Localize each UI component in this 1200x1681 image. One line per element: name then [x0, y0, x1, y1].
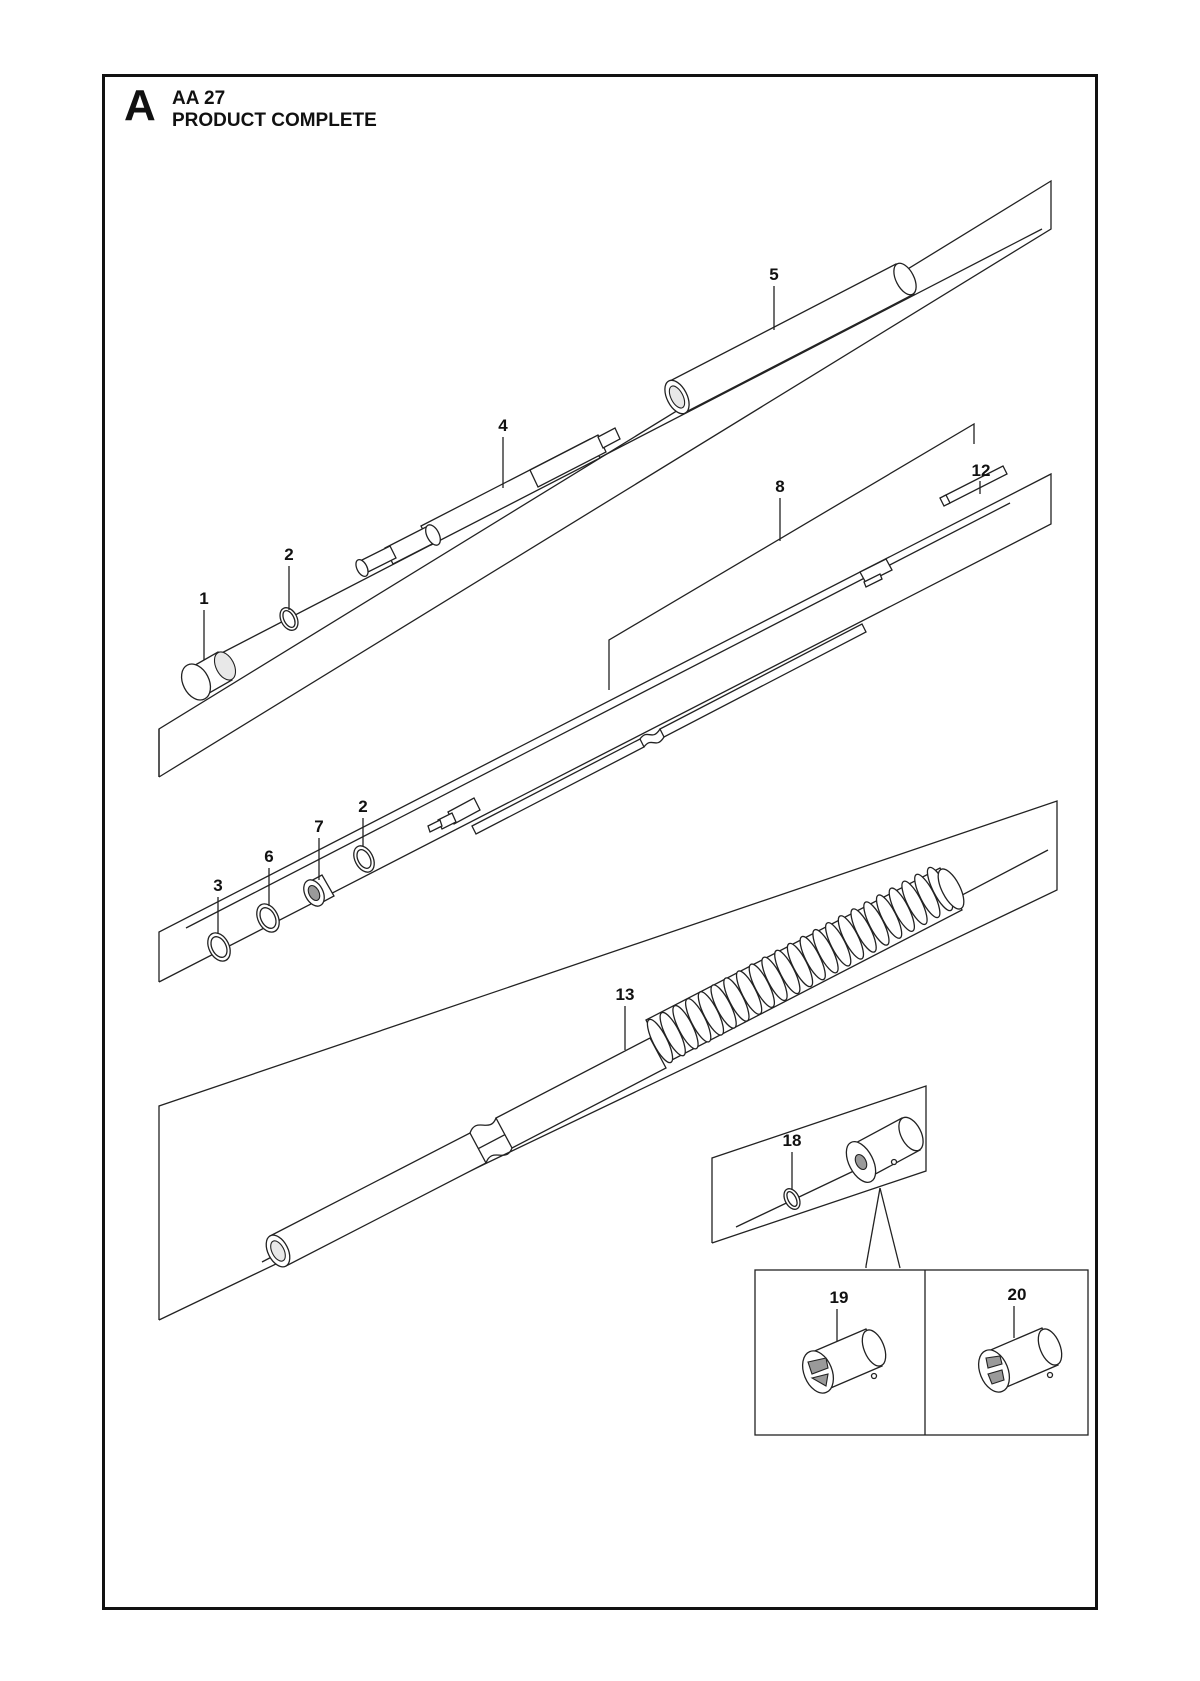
callout-3: 3	[213, 876, 222, 895]
part-19-coupling-variant	[801, 1309, 887, 1394]
callout-19: 19	[830, 1288, 849, 1307]
callout-4: 4	[498, 416, 508, 435]
section-letter: A	[124, 81, 156, 130]
section-code: AA 27	[172, 88, 226, 109]
part-4-drive-shaft	[355, 427, 621, 577]
part-1-end-cap	[180, 651, 237, 701]
callout-2-upper: 2	[284, 545, 293, 564]
leader-lines	[203, 286, 981, 1190]
callout-6: 6	[264, 847, 273, 866]
callout-1: 1	[199, 589, 208, 608]
part-6-washer	[256, 903, 280, 933]
part-7-bearing	[303, 874, 335, 907]
callout-5: 5	[769, 265, 778, 284]
callout-12: 12	[972, 461, 991, 480]
part-8-flex-shaft	[427, 558, 893, 835]
callout-8: 8	[775, 477, 784, 496]
panel-flex-shaft	[158, 472, 1052, 983]
section-title: PRODUCT COMPLETE	[172, 110, 377, 131]
part-18-ring	[783, 1188, 801, 1210]
panel-shaft-tube	[158, 179, 1052, 778]
panel-poker-tube	[158, 800, 1058, 1321]
part-12-pin	[939, 465, 1008, 507]
part-20-coupling-variant	[977, 1306, 1063, 1393]
part-13-poker-tube	[265, 866, 965, 1268]
callout-13: 13	[616, 985, 635, 1004]
diagram-frame	[102, 74, 1098, 1610]
callout-7: 7	[314, 817, 323, 836]
part-5-tube	[664, 262, 917, 415]
callout-18: 18	[783, 1131, 802, 1150]
callout-20: 20	[1008, 1285, 1027, 1304]
part-3-circlip	[207, 932, 231, 962]
part-coupling-body	[845, 1116, 924, 1183]
part-2-ring-lower	[353, 845, 375, 873]
part-2-ring-upper	[279, 607, 299, 631]
panel-coupling	[711, 1085, 927, 1244]
detail-box	[754, 1269, 1089, 1436]
callout-2-lower: 2	[358, 797, 367, 816]
